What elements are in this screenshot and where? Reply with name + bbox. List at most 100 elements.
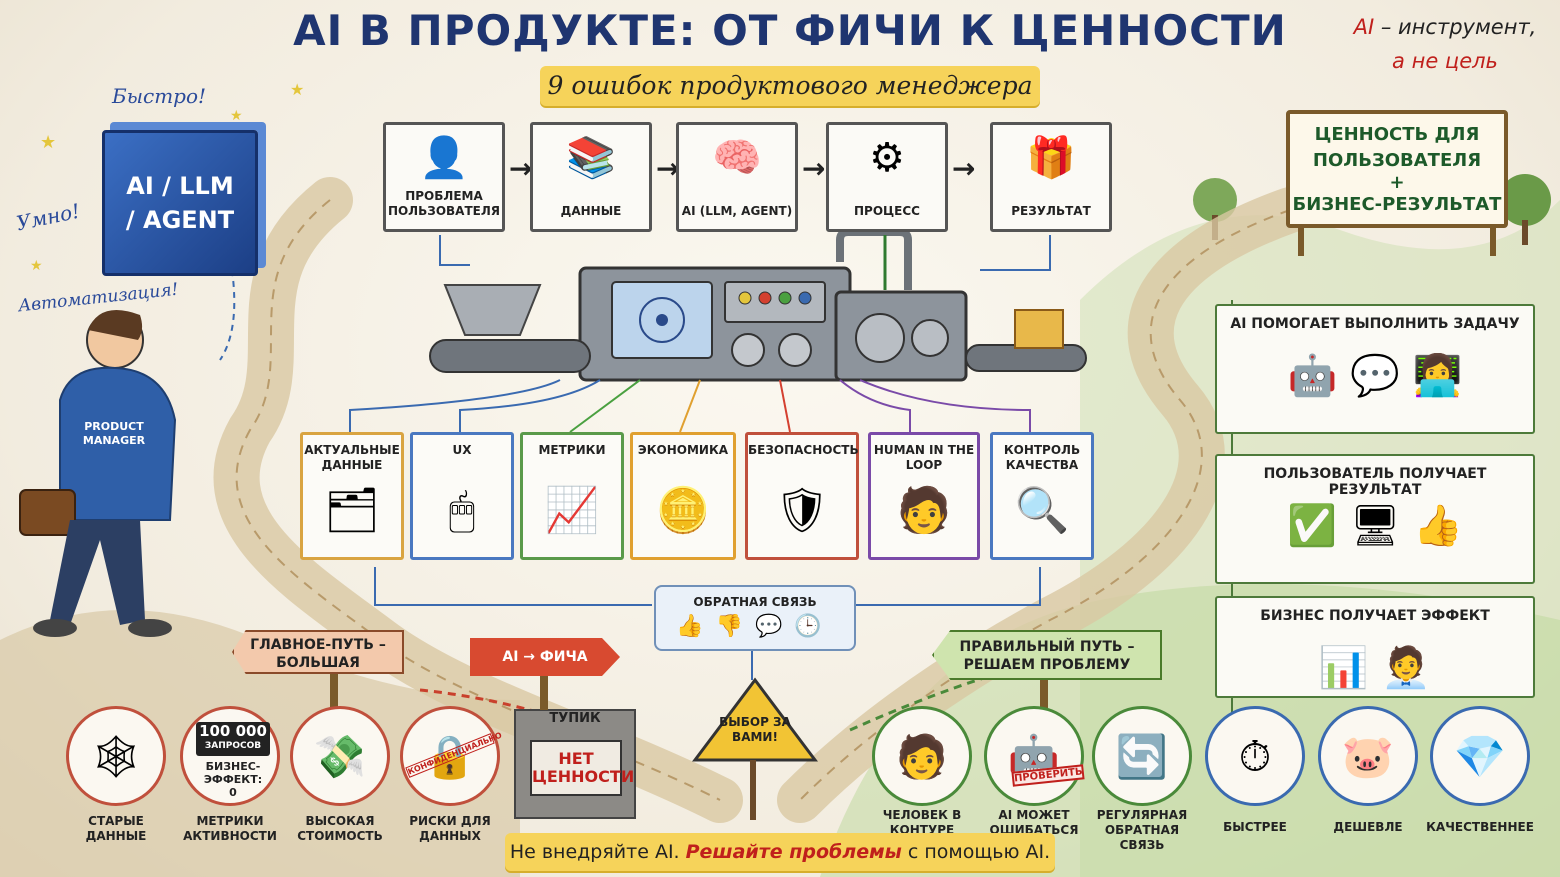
tagline-line2: а не цель <box>1392 49 1498 73</box>
flow-step-3: 🧠 AI (LLM, AGENT) <box>676 122 798 232</box>
component-label: АКТУАЛЬНЫЕ ДАННЫЕ <box>304 443 400 472</box>
value-line2: ПОЛЬЗОВАТЕЛЯ <box>1312 150 1482 171</box>
pm-label: PRODUCT MANAGER <box>82 420 146 447</box>
benefit-2: 🐷 <box>1318 706 1418 806</box>
ai-llm-agent-cube: AI / LLM / AGENT <box>102 130 258 276</box>
value-plus: + <box>1389 172 1405 193</box>
component-label: БЕЗОПАСНОСТЬ <box>748 443 859 457</box>
value-line3: БИЗНЕС-РЕЗУЛЬТАТ <box>1292 194 1502 215</box>
arrow-right-icon: → <box>802 152 826 185</box>
mistake-label: ВЫСОКАЯ СТОИМОСТЬ <box>297 814 383 843</box>
tree-icon <box>1499 174 1551 226</box>
value-panel-3: БИЗНЕС ПОЛУЧАЕТ ЭФФЕКТ 📊 🧑‍💼 <box>1215 596 1535 698</box>
component-label: МЕТРИКИ <box>538 443 606 457</box>
flow-step-4: ⚙ПРОЦЕСС <box>826 122 948 232</box>
component-1: АКТУАЛЬНЫЕ ДАННЫЕ 🗂 <box>300 432 404 560</box>
component-3: МЕТРИКИ📈 <box>520 432 624 560</box>
benefit-label: БЫСТРЕЕ <box>1223 820 1287 834</box>
hype-fast: Быстро! <box>112 84 207 108</box>
value-line1: ЦЕННОСТЬ ДЛЯ <box>1314 124 1480 145</box>
main-path-sign: ГЛАВНОЕ-ПУТЬ – БОЛЬШАЯ ПРОБЛЕМА <box>232 630 404 674</box>
flow-step-label: AI (LLM, AGENT) <box>681 204 793 218</box>
value-panel-label: ПОЛЬЗОВАТЕЛЬ ПОЛУЧАЕТ РЕЗУЛЬТАТ <box>1263 466 1487 498</box>
mistake-label: РИСКИ ДЛЯ ДАННЫХ <box>409 814 491 843</box>
value-board: ЦЕННОСТЬ ДЛЯ ПОЛЬЗОВАТЕЛЯ + БИЗНЕС-РЕЗУЛ… <box>1286 110 1508 228</box>
counter-value: 100 000 <box>199 722 267 740</box>
component-connectors <box>349 235 1051 680</box>
svg-text:★: ★ <box>40 132 56 153</box>
flow-step-label: ПРОБЛЕМА ПОЛЬЗОВАТЕЛЯ <box>387 189 501 218</box>
person-icon: 🧑 <box>895 732 949 781</box>
value-panel-illustration: 🤖 💬 👩‍💻 <box>1287 353 1463 399</box>
papers-check-icon: 🗂 <box>324 485 380 536</box>
deadend-label: ТУПИК <box>549 711 601 726</box>
component-label: UX <box>452 443 472 457</box>
value-panel-label: БИЗНЕС ПОЛУЧАЕТ ЭФФЕКТ <box>1260 608 1490 624</box>
cube-label: AI / LLM / AGENT <box>125 172 235 234</box>
document-stack-icon: 📚 <box>566 135 616 181</box>
component-7: КОНТРОЛЬ КАЧЕСТВА🔍 <box>990 432 1094 560</box>
requests-counter: 100 000 ЗАПРОСОВ <box>196 722 270 756</box>
component-5: БЕЗОПАСНОСТЬ 🛡 <box>745 432 859 560</box>
benefit-label: ДЕШЕВЛЕ <box>1333 820 1403 834</box>
flying-money-icon: 💸 <box>313 732 367 781</box>
component-2: UX🖱 <box>410 432 514 560</box>
mistake-4: 🔒 <box>400 706 500 806</box>
product-manager-figure <box>19 310 177 637</box>
footer-part1: Не внедряйте AI. <box>509 841 686 863</box>
mistake-3: 💸 <box>290 706 390 806</box>
right-path-arrow <box>849 668 1011 732</box>
coins-calculator-icon: 🪙 <box>655 485 711 536</box>
piggy-bank-icon: 🐷 <box>1341 732 1395 781</box>
stopwatch-icon: ⏱ <box>1238 732 1272 781</box>
cobweb-papers-icon: 🕸 <box>89 732 143 781</box>
tree-icon <box>1193 178 1237 222</box>
svg-text:★: ★ <box>30 258 43 274</box>
feedback-box: ОБРАТНАЯ СВЯЗЬ 👍👎💬🕒 <box>654 585 856 651</box>
svg-text:★: ★ <box>290 80 304 99</box>
footer-banner: Не внедряйте AI. Решайте проблемы с помо… <box>505 833 1055 871</box>
robot-icon: 🤖 <box>1007 732 1061 781</box>
person-icon: 🧑 <box>896 485 952 536</box>
ai-feature-sign: AI → ФИЧА <box>470 638 620 676</box>
component-6: HUMAN IN THE LOOP🧑 <box>868 432 980 560</box>
gears-icon: ⚙ <box>869 135 905 181</box>
user-question-icon: 👤 <box>419 135 469 181</box>
arrow-right-icon: → <box>656 152 680 185</box>
mistake-label: МЕТРИКИ АКТИВНОСТИ <box>183 814 277 843</box>
choice-warning: ВЫБОР ЗА ВАМИ! <box>719 715 791 744</box>
value-panel-1: AI ПОМОГАЕТ ВЫПОЛНИТЬ ЗАДАЧУ🤖 💬 👩‍💻 <box>1215 304 1535 434</box>
practice-label: РЕГУЛЯРНАЯ ОБРАТНАЯ СВЯЗЬ <box>1096 808 1188 852</box>
no-value-sign: НЕТ ЦЕННОСТИ <box>530 740 634 796</box>
mistake-label: СТАРЫЕ ДАННЫЕ <box>85 814 147 843</box>
tagline-rest: – инструмент, <box>1374 15 1537 39</box>
mistake-1: 🕸 <box>66 706 166 806</box>
page-subtitle: 9 ошибок продуктового менеджера <box>540 66 1040 106</box>
brain-icon: 🧠 <box>712 135 762 181</box>
tagline: AI – инструмент, а не цель <box>1345 10 1545 78</box>
shield-lock-icon: 🛡 <box>774 485 830 536</box>
component-label: ЭКОНОМИКА <box>637 443 729 457</box>
gift-icon: 🎁 <box>1026 135 1076 181</box>
flow-step-2: 📚ДАННЫЕ <box>530 122 652 232</box>
diamond-icon: 💎 <box>1453 732 1507 781</box>
value-panel-2: ПОЛЬЗОВАТЕЛЬ ПОЛУЧАЕТ РЕЗУЛЬТАТ ✅ 🖥 👍 <box>1215 454 1535 584</box>
practice-3: 🔄 <box>1092 706 1192 806</box>
business-effect-zero: БИЗНЕС-ЭФФЕКТ: 0 <box>203 760 263 799</box>
flow-step-1: 👤 ПРОБЛЕМА ПОЛЬЗОВАТЕЛЯ <box>383 122 505 232</box>
clipboard-magnifier-icon: 🔍 <box>1014 485 1070 536</box>
right-path-sign: ПРАВИЛЬНЫЙ ПУТЬ – РЕШАЕМ ПРОБЛЕМУ <box>932 630 1162 680</box>
tagline-ai: AI <box>1353 15 1375 39</box>
benefit-label: КАЧЕСТВЕННЕЕ <box>1426 820 1534 834</box>
feedback-icons: 👍👎💬🕒 <box>676 614 834 639</box>
value-panel-illustration: ✅ 🖥 👍 <box>1287 503 1463 549</box>
flow-step-5: 🎁РЕЗУЛЬТАТ <box>990 122 1112 232</box>
lock-document-icon: 🔒 <box>423 732 477 781</box>
value-panel-illustration: 📊 🧑‍💼 <box>1318 645 1432 691</box>
counter-sub: ЗАПРОСОВ <box>204 741 262 751</box>
feedback-label: ОБРАТНАЯ СВЯЗЬ <box>693 595 817 609</box>
cycle-icon: 🔄 <box>1115 732 1169 781</box>
wrong-path-arrow <box>419 688 621 742</box>
footer-part3: с помощью AI. <box>901 841 1051 863</box>
